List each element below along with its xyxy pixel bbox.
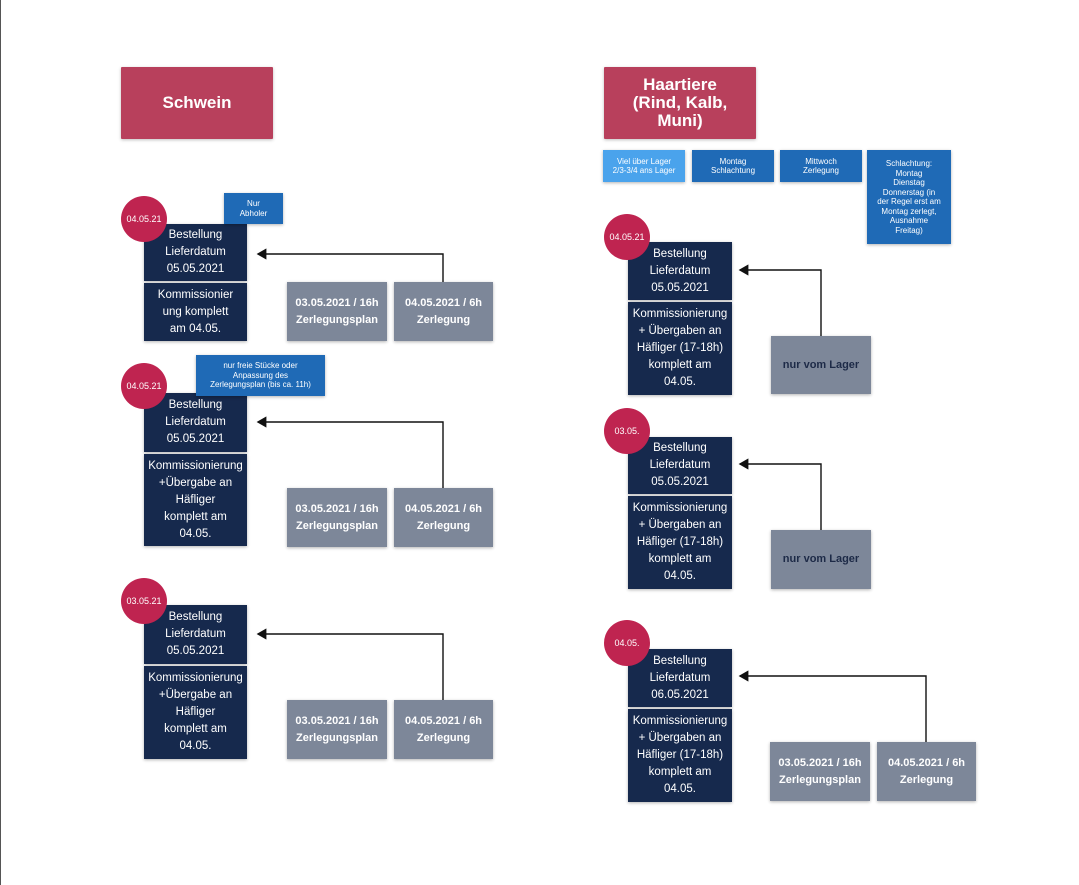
cut-text: 04.05.2021 / 6h Zerlegung: [404, 502, 483, 532]
commission-text: Kommissionierung + Übergaben an Häfliger…: [632, 308, 728, 388]
source-text: nur vom Lager: [782, 358, 860, 371]
order-box: Bestellung Lieferdatum 05.05.2021: [628, 242, 732, 300]
cut-box: 04.05.2021 / 6h Zerlegung: [394, 282, 493, 341]
date-badge: 04.05.: [604, 620, 650, 666]
note-text: Schlachtung: Montag Dienstag Donnerstag …: [877, 159, 941, 235]
cut-box: 04.05.2021 / 6h Zerlegung: [394, 700, 493, 759]
commission-text: Kommissionierung + Übergaben an Häfliger…: [632, 715, 728, 795]
commission-text: Kommissionier ung komplett am 04.05.: [157, 288, 234, 335]
order-text: Bestellung Lieferdatum 05.05.2021: [165, 399, 226, 445]
connector-arrow: [256, 416, 444, 488]
order-box: Bestellung Lieferdatum 06.05.2021: [628, 649, 732, 707]
commission-box: Kommissionier ung komplett am 04.05.: [144, 283, 247, 341]
order-box: Bestellung Lieferdatum 05.05.2021: [144, 605, 247, 664]
order-box: Bestellung Lieferdatum 05.05.2021: [628, 437, 732, 494]
order-text: Bestellung Lieferdatum 06.05.2021: [649, 654, 711, 701]
badge-text: 03.05.21: [126, 596, 162, 606]
note-montag: Montag Schlachtung: [692, 150, 774, 182]
date-badge: 03.05.21: [121, 578, 167, 624]
commission-box: Kommissionierung +Übergabe an Häfliger k…: [144, 454, 247, 546]
commission-box: Kommissionierung + Übergaben an Häfliger…: [628, 709, 732, 802]
order-text: Bestellung Lieferdatum 05.05.2021: [649, 247, 711, 294]
badge-text: 04.05.21: [126, 381, 162, 391]
note-text: Nur Abholer: [239, 199, 268, 218]
connector-arrow: [738, 458, 822, 530]
plan-box: 03.05.2021 / 16h Zerlegungsplan: [287, 282, 387, 341]
plan-text: 03.05.2021 / 16h Zerlegungsplan: [778, 756, 862, 786]
connector-arrow: [738, 670, 927, 742]
cut-text: 04.05.2021 / 6h Zerlegung: [404, 714, 483, 744]
note-text: Viel über Lager 2/3-3/4 ans Lager: [612, 156, 676, 176]
order-box: Bestellung Lieferdatum 05.05.2021: [144, 393, 247, 452]
plan-text: 03.05.2021 / 16h Zerlegungsplan: [295, 502, 379, 532]
order-text: Bestellung Lieferdatum 05.05.2021: [165, 229, 226, 275]
note-text: nur freie Stücke oder Anpassung des Zerl…: [210, 361, 311, 390]
date-badge: 04.05.21: [604, 214, 650, 260]
note-nur-abholer: Nur Abholer: [224, 193, 283, 224]
plan-box: 03.05.2021 / 16h Zerlegungsplan: [770, 742, 870, 801]
order-text: Bestellung Lieferdatum 05.05.2021: [649, 442, 711, 488]
badge-text: 03.05.: [614, 426, 640, 436]
commission-box: Kommissionierung + Übergaben an Häfliger…: [628, 496, 732, 589]
plan-text: 03.05.2021 / 16h Zerlegungsplan: [295, 714, 379, 744]
source-box: nur vom Lager: [771, 530, 871, 589]
note-freie-stuecke: nur freie Stücke oder Anpassung des Zerl…: [196, 355, 325, 396]
badge-text: 04.05.: [614, 638, 640, 648]
commission-box: Kommissionierung + Übergaben an Häfliger…: [628, 302, 732, 395]
header-haartiere-label: Haartiere (Rind, Kalb, Muni): [632, 75, 728, 130]
badge-text: 04.05.21: [126, 214, 162, 224]
date-badge: 04.05.21: [121, 363, 167, 409]
date-badge: 03.05.: [604, 408, 650, 454]
commission-box: Kommissionierung +Übergabe an Häfliger k…: [144, 666, 247, 759]
connector-arrow: [256, 248, 444, 282]
note-lager: Viel über Lager 2/3-3/4 ans Lager: [603, 150, 685, 182]
cut-text: 04.05.2021 / 6h Zerlegung: [404, 296, 483, 326]
order-text: Bestellung Lieferdatum 05.05.2021: [165, 611, 226, 657]
plan-box: 03.05.2021 / 16h Zerlegungsplan: [287, 488, 387, 547]
source-text: nur vom Lager: [782, 553, 860, 565]
canvas-border: [0, 0, 1, 885]
date-badge: 04.05.21: [121, 196, 167, 242]
header-schwein-label: Schwein: [162, 93, 232, 113]
cut-box: 04.05.2021 / 6h Zerlegung: [394, 488, 493, 547]
connector-arrow: [738, 264, 822, 336]
header-schwein: Schwein: [121, 67, 273, 139]
note-schlachtung: Schlachtung: Montag Dienstag Donnerstag …: [867, 150, 951, 244]
plan-text: 03.05.2021 / 16h Zerlegungsplan: [295, 296, 379, 326]
plan-box: 03.05.2021 / 16h Zerlegungsplan: [287, 700, 387, 759]
commission-text: Kommissionierung +Übergabe an Häfliger k…: [148, 459, 243, 540]
note-text: Mittwoch Zerlegung: [802, 156, 840, 176]
connector-arrow: [256, 628, 444, 700]
note-text: Montag Schlachtung: [710, 156, 756, 176]
commission-text: Kommissionierung +Übergabe an Häfliger k…: [148, 672, 243, 752]
commission-text: Kommissionierung + Übergaben an Häfliger…: [632, 502, 728, 582]
cut-box: 04.05.2021 / 6h Zerlegung: [877, 742, 976, 801]
cut-text: 04.05.2021 / 6h Zerlegung: [887, 756, 966, 786]
badge-text: 04.05.21: [609, 232, 645, 242]
source-box: nur vom Lager: [771, 336, 871, 394]
header-haartiere: Haartiere (Rind, Kalb, Muni): [604, 67, 756, 139]
note-mittwoch: Mittwoch Zerlegung: [780, 150, 862, 182]
